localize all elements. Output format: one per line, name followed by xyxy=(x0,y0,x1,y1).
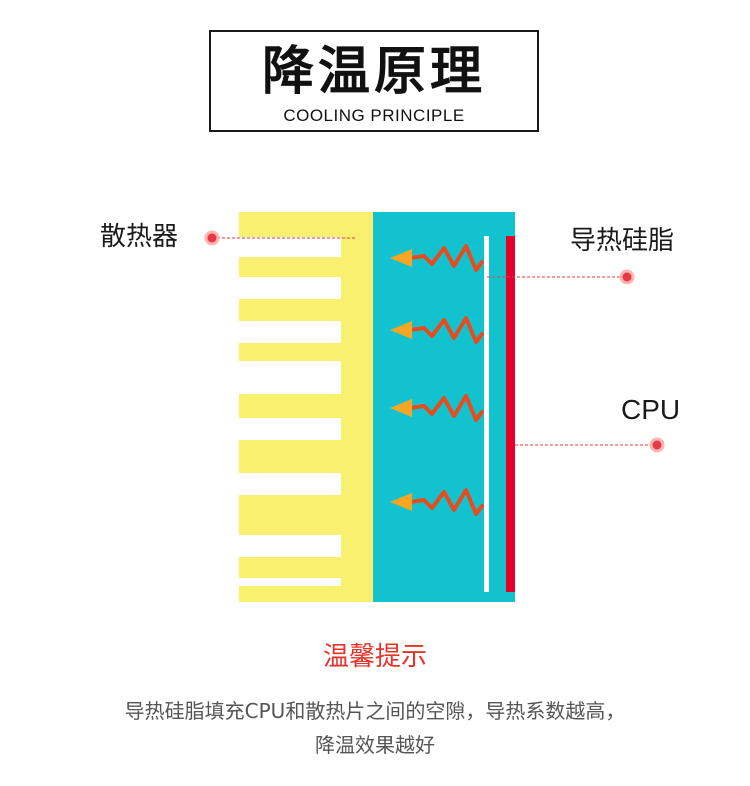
page-subtitle: COOLING PRINCIPLE xyxy=(283,106,465,125)
heatsink-label: 散热器 xyxy=(100,222,179,252)
fin-gap xyxy=(239,277,341,299)
thermal-paste-line xyxy=(484,236,489,592)
cpu-label: CPU xyxy=(621,394,681,425)
fin-gap xyxy=(239,535,341,557)
fin-gap xyxy=(239,361,341,394)
fin-gap xyxy=(239,237,341,257)
heat-arrow xyxy=(390,394,484,422)
heat-arrows xyxy=(390,244,484,516)
heat-arrow xyxy=(390,316,484,344)
heatsink-fin-gaps xyxy=(239,237,341,586)
fin-gap xyxy=(239,578,341,586)
heat-arrow xyxy=(390,244,484,272)
cpu-callout-dot xyxy=(649,437,665,453)
title-box: 降温原理 COOLING PRINCIPLE xyxy=(209,30,539,132)
paste-callout-dot xyxy=(619,269,635,285)
tip-title: 温馨提示 xyxy=(322,642,427,672)
tip-line-2: 降温效果越好 xyxy=(315,733,435,757)
heatsink-callout-dot xyxy=(204,230,220,246)
tip-line-1: 导热硅脂填充CPU和散热片之间的空隙，导热系数越高， xyxy=(124,699,626,723)
page-title: 降温原理 xyxy=(261,42,486,102)
fin-gap xyxy=(239,473,341,495)
fin-gap xyxy=(239,418,341,440)
cpu-bar xyxy=(506,236,515,592)
thermal-paste-label: 导热硅脂 xyxy=(570,226,675,256)
tip-body: 导热硅脂填充CPU和散热片之间的空隙，导热系数越高， 降温效果越好 xyxy=(0,694,750,762)
fin-gap xyxy=(239,321,341,343)
heat-arrow xyxy=(390,488,484,516)
